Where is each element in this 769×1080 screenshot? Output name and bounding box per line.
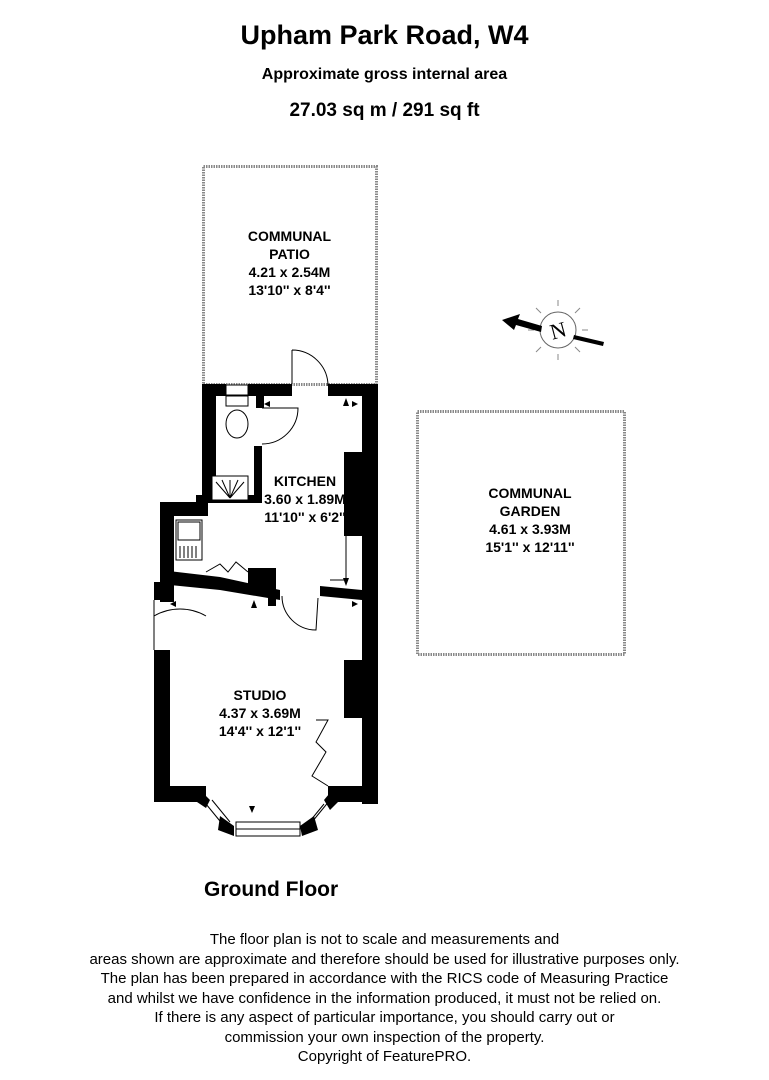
wc-toilet — [225, 395, 249, 439]
bay-window — [205, 799, 331, 837]
north-arrow-icon: N — [502, 300, 604, 360]
kitchen-sink — [175, 519, 203, 561]
room-label-communal-patio: COMMUNAL PATIO 4.21 x 2.54M 13'10'' x 8'… — [247, 228, 332, 298]
room-label-communal-garden: COMMUNAL GARDEN 4.61 x 3.93M 15'1'' x 12… — [485, 485, 575, 555]
shower-tray — [211, 475, 249, 501]
communal-garden-outline — [416, 410, 626, 656]
disclaimer: The floor plan is not to scale and measu… — [89, 931, 680, 1065]
dimension-markers — [170, 398, 358, 813]
plan-subtitle: Approximate gross internal area — [261, 66, 508, 83]
gross-area: 27.03 sq m / 291 sq ft — [289, 100, 480, 121]
doors — [153, 349, 347, 787]
wc-window — [225, 384, 249, 396]
room-label-kitchen: KITCHEN 3.60 x 1.89M 11'10'' x 6'2'' — [264, 473, 346, 525]
svg-text:N: N — [547, 316, 569, 344]
walls — [154, 384, 378, 836]
floor-label: Ground Floor — [204, 878, 339, 901]
room-label-studio: STUDIO 4.37 x 3.69M 14'4'' x 12'1'' — [218, 687, 302, 739]
plan-title: Upham Park Road, W4 — [240, 20, 529, 50]
